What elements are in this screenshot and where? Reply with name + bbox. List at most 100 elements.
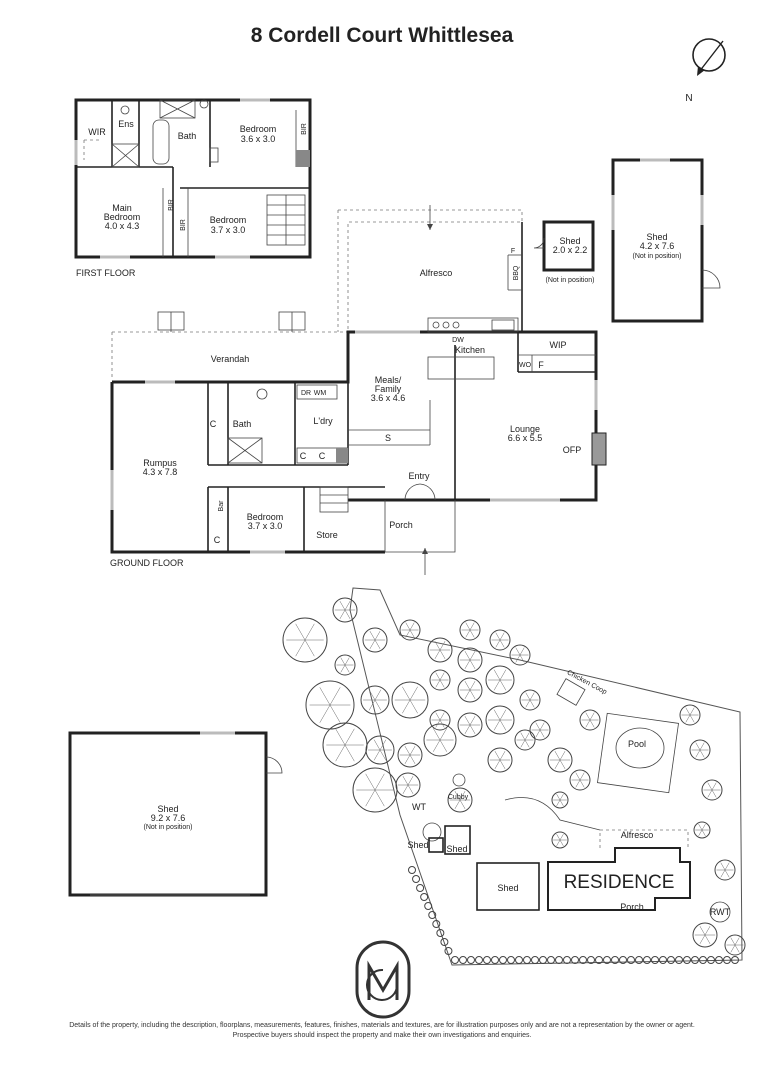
tree-branch: [374, 789, 385, 807]
site-label-chicken-coop: Chicken Coop: [566, 669, 608, 696]
tree-branch: [340, 664, 346, 673]
compass-icon: [692, 38, 726, 76]
room-label-cupboard-3: C: [319, 451, 326, 461]
tree-branch: [409, 629, 415, 638]
tree-branch: [335, 744, 346, 762]
tree-branch: [465, 629, 471, 638]
tree-branch: [499, 669, 507, 681]
hedge-shrub-icon: [595, 956, 603, 964]
shed-mid-dim: 4.2 x 7.6: [640, 241, 675, 251]
tree-branch: [494, 751, 501, 761]
tree-branch: [515, 654, 521, 663]
tree-branch: [559, 751, 566, 761]
tree-branch: [439, 672, 445, 681]
tree-icon: [551, 791, 569, 809]
tree-branch: [539, 729, 545, 738]
tree-branch: [402, 699, 411, 714]
tree-icon: [701, 779, 723, 801]
tree-branch: [379, 739, 387, 751]
room-label-lounge: Lounge: [510, 424, 540, 434]
tree-branch: [439, 739, 448, 752]
tree-icon: [427, 637, 453, 663]
hedge-shrub-icon: [420, 893, 429, 901]
tree-branch: [685, 714, 691, 723]
room-dim-bedroom-upper-1: 3.6 x 3.0: [241, 134, 276, 144]
tree-branch: [698, 823, 703, 831]
tree-branch: [374, 689, 382, 701]
site-label-rwt: RWT: [710, 907, 731, 917]
hedge-shrub-icon: [659, 956, 667, 964]
room-label-fridge-alfresco: F: [511, 248, 515, 255]
tree-branch: [439, 728, 448, 741]
tree-branch: [699, 926, 706, 936]
tree-branch: [494, 759, 501, 769]
tree-branch: [524, 739, 530, 748]
tree-branch: [464, 681, 471, 691]
tree-branch: [535, 729, 541, 738]
tree-branch: [559, 839, 564, 847]
hedge-shrub-icon: [424, 902, 433, 910]
tree-branch: [556, 833, 561, 841]
room-label-bar: Bar: [218, 500, 225, 512]
tree-branch: [579, 779, 585, 788]
tree-branch: [459, 799, 466, 809]
tree-branch: [340, 657, 346, 666]
hedge-shrub-icon: [635, 956, 643, 964]
tree-branch: [519, 647, 525, 656]
tree-branch: [493, 679, 501, 691]
tree-branch: [535, 722, 541, 731]
hedge-shrub-icon: [459, 956, 467, 964]
tree-branch: [407, 776, 414, 786]
tree-branch: [525, 699, 531, 708]
tree-icon: [485, 705, 515, 735]
tree-branch: [434, 649, 441, 659]
room-label-s: S: [385, 433, 391, 443]
room-label-bath-upper: Bath: [178, 131, 197, 141]
tree-branch: [554, 759, 561, 769]
tree-branch: [434, 641, 441, 651]
room-label-kitchen: Kitchen: [455, 345, 485, 355]
room-label-ens: Ens: [118, 119, 134, 129]
tree-branch: [711, 782, 717, 791]
hedge-shrub-icon: [555, 956, 563, 964]
first-floor-plan: [74, 98, 312, 259]
room-label-bedroom-upper-1: Bedroom: [240, 124, 277, 134]
room-label-rumpus: Rumpus: [143, 458, 177, 468]
hedge-shrub-icon: [432, 920, 441, 928]
room-label-cupboard-1: C: [210, 419, 217, 429]
tree-branch: [335, 728, 346, 746]
tree-branch: [432, 739, 441, 752]
large-shed-plan: [68, 731, 283, 897]
tree-branch: [711, 789, 717, 798]
tree-branch: [493, 669, 501, 681]
tree-icon: [569, 769, 591, 791]
tree-branch: [525, 692, 531, 701]
tree-branch: [493, 719, 501, 731]
tree-branch: [409, 622, 415, 631]
tree-branch: [319, 704, 331, 723]
tree-branch: [554, 751, 561, 761]
room-label-bedroom-lower: Bedroom: [247, 512, 284, 522]
tree-branch: [319, 687, 331, 706]
tree-branch: [699, 749, 705, 758]
tree-icon: [391, 681, 429, 719]
tree-icon: [457, 712, 483, 738]
tree-branch: [499, 679, 507, 691]
tree-branch: [439, 641, 446, 651]
tree-branch: [499, 709, 507, 721]
tree-branch: [379, 749, 387, 761]
hedge-shrub-icon: [723, 956, 731, 964]
tree-icon: [547, 747, 573, 773]
tree-branch: [368, 699, 376, 711]
tree-branch: [432, 728, 441, 741]
room-label-bath-lower: Bath: [233, 419, 252, 429]
tree-icon: [509, 644, 531, 666]
tree-branch: [469, 629, 475, 638]
tree-icon: [457, 677, 483, 703]
tree-icon: [692, 922, 718, 948]
tree-branch: [707, 789, 713, 798]
tree-branch: [495, 632, 501, 641]
tree-branch: [369, 631, 376, 641]
hedge-shrub-icon: [547, 956, 555, 964]
tree-branch: [529, 699, 535, 708]
